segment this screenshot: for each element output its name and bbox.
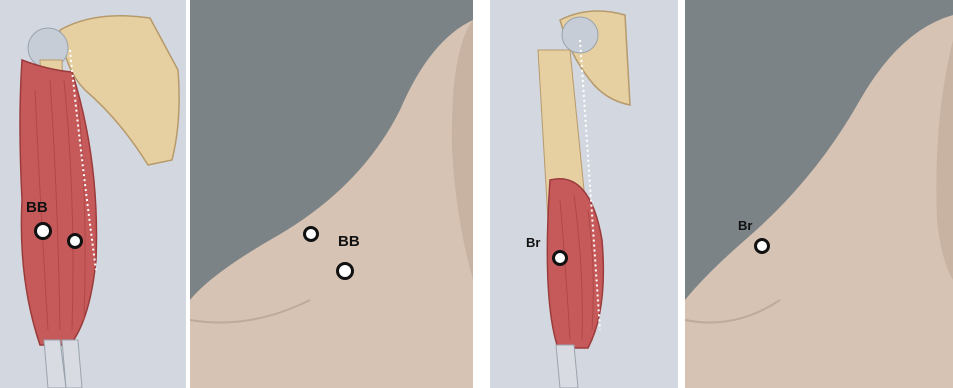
arm-photo-brachialis: Br <box>685 0 953 388</box>
electrode-marker <box>754 238 770 254</box>
electrode-marker <box>303 226 319 242</box>
anatomy-panel-biceps: BB <box>0 0 186 388</box>
muscle-label-bb: BB <box>338 233 360 250</box>
arm-photo-illustration-biceps <box>190 0 473 388</box>
arm-photo-biceps: BB <box>190 0 473 388</box>
electrode-marker <box>336 262 354 280</box>
electrode-marker <box>34 222 52 240</box>
electrode-marker <box>67 233 83 249</box>
anatomy-panel-brachialis: Br <box>490 0 678 388</box>
anatomy-illustration-brachialis <box>490 0 678 388</box>
muscle-label-br: Br <box>738 218 752 233</box>
anatomy-illustration-biceps <box>0 0 186 388</box>
electrode-marker <box>552 250 568 266</box>
arm-photo-illustration-brachialis <box>685 0 953 388</box>
muscle-label-br: Br <box>526 235 540 250</box>
muscle-label-bb: BB <box>26 199 48 216</box>
